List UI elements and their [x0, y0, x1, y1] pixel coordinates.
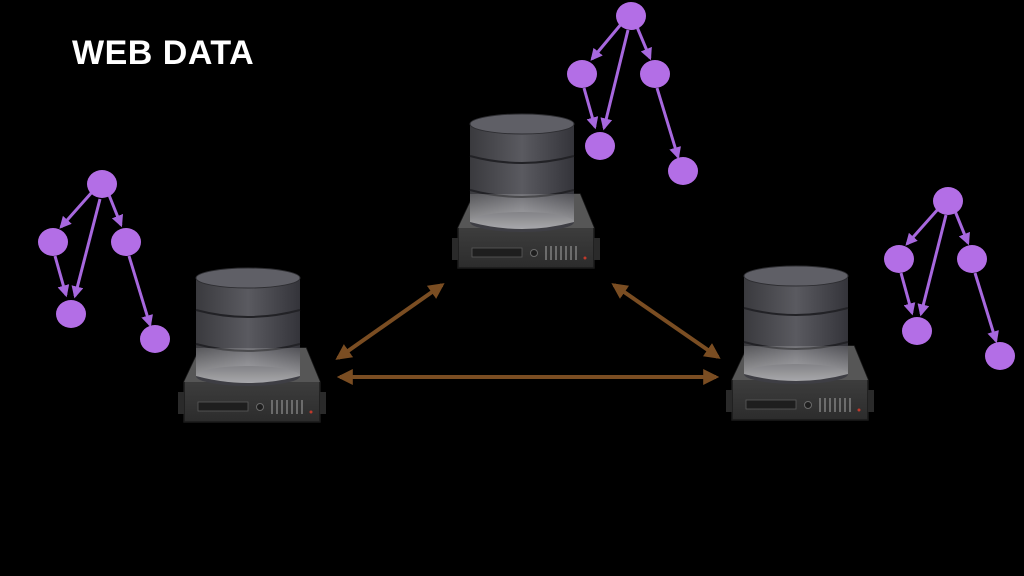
graph-icon-top: [567, 2, 698, 185]
link-center-right: [611, 283, 721, 359]
graph-icon-right: [884, 187, 1015, 370]
link-left-center: [335, 283, 445, 360]
database-server-left: [177, 267, 327, 423]
slide-title: WEB DATA: [72, 34, 255, 72]
database-server-right: [725, 265, 875, 421]
database-server-center: [451, 113, 601, 269]
graph-icon-left: [38, 170, 170, 353]
